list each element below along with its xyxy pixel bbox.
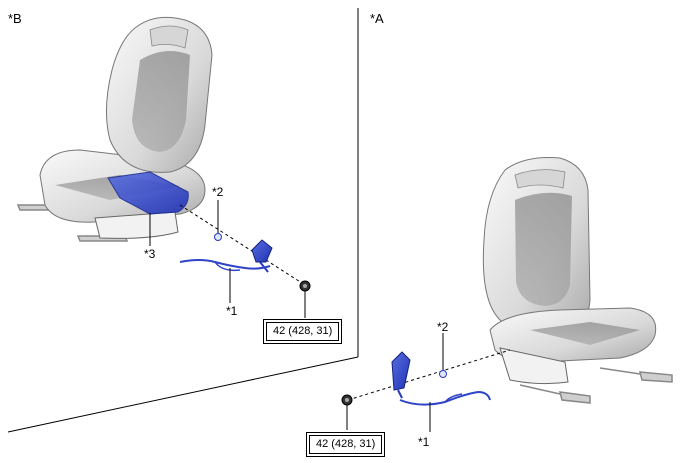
torque-spec-b: 42 (428, 31) xyxy=(263,319,343,345)
view-label-a: *A xyxy=(370,11,384,26)
callout-1-b: *1 xyxy=(226,304,238,318)
callout-3-b: *3 xyxy=(144,247,156,261)
highlighted-part-b xyxy=(107,171,189,215)
view-divider xyxy=(7,8,359,433)
wire-harness-b xyxy=(179,259,271,270)
seat-rails-a xyxy=(519,367,673,404)
seat-view-b xyxy=(16,16,311,318)
view-label-b: *B xyxy=(8,11,22,26)
torque-value-b: 42 (428, 31) xyxy=(266,322,340,342)
callout-2-a: *2 xyxy=(437,320,449,334)
seat-view-a xyxy=(341,157,673,432)
torque-spec-a: 42 (428, 31) xyxy=(306,432,386,458)
callout-2-b: *2 xyxy=(212,185,224,199)
washer-b xyxy=(214,233,222,241)
washer-a xyxy=(439,370,447,378)
wire-harness-a xyxy=(399,390,491,406)
callout-1-a: *1 xyxy=(418,435,430,449)
torque-value-a: 42 (428, 31) xyxy=(309,435,383,455)
seat-belt-buckle-a xyxy=(391,351,411,399)
